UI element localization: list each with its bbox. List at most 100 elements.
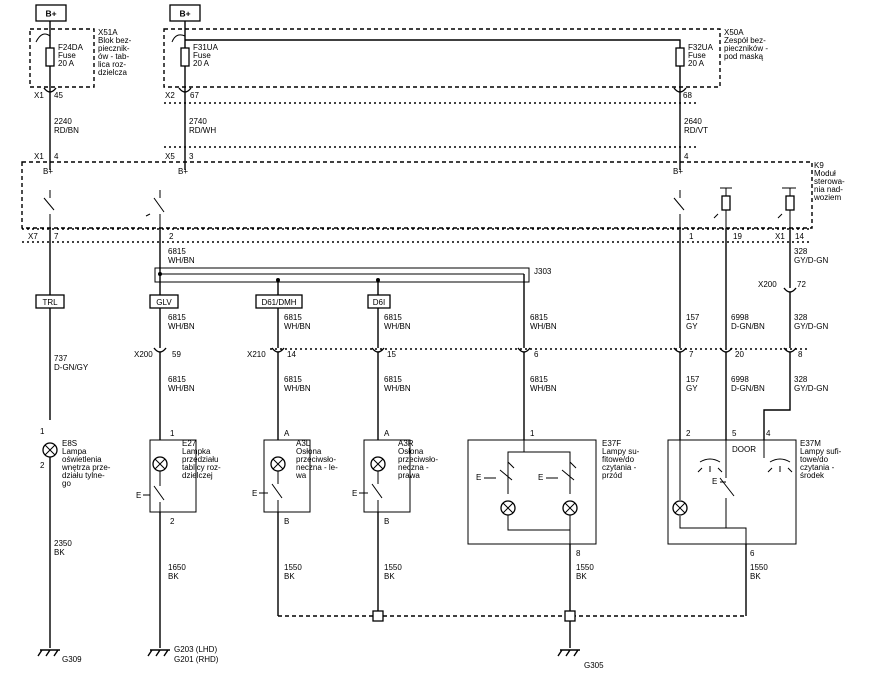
svg-text:GY/D-GN: GY/D-GN	[794, 322, 828, 331]
x51a-bus	[35, 33, 51, 43]
svg-text:przód: przód	[602, 471, 622, 480]
svg-text:sterowa-: sterowa-	[814, 177, 845, 186]
a3r-box	[363, 439, 411, 513]
svg-text:Lampy sufi-: Lampy sufi-	[800, 447, 842, 456]
k9-module-box	[21, 161, 813, 229]
svg-text:A: A	[284, 429, 290, 438]
svg-text:wa: wa	[295, 471, 307, 480]
svg-text:Blok bez-: Blok bez-	[98, 36, 132, 45]
svg-text:oświetlenia: oświetlenia	[62, 455, 102, 464]
svg-text:2740: 2740	[189, 117, 207, 126]
lamp-e8s	[42, 442, 58, 458]
svg-text:X1: X1	[34, 91, 44, 100]
svg-text:dzielczej: dzielczej	[182, 471, 213, 480]
svg-text:B+: B+	[179, 9, 190, 19]
svg-text:45: 45	[54, 91, 63, 100]
bus-x50a	[185, 39, 681, 102]
svg-text:6815: 6815	[168, 375, 186, 384]
option-d61dmh: D61/DMH	[255, 294, 303, 309]
svg-text:WH/BN: WH/BN	[168, 384, 195, 393]
svg-text:E27: E27	[182, 439, 197, 448]
svg-text:E: E	[476, 473, 481, 482]
svg-text:328: 328	[794, 375, 808, 384]
svg-text:GLV: GLV	[156, 298, 172, 307]
svg-text:X1: X1	[775, 232, 785, 241]
svg-text:E: E	[136, 491, 141, 500]
svg-text:BK: BK	[384, 572, 395, 581]
svg-text:15: 15	[387, 350, 396, 359]
svg-text:2: 2	[686, 429, 691, 438]
svg-text:F24DA: F24DA	[58, 43, 84, 52]
svg-text:RD/BN: RD/BN	[54, 126, 79, 135]
e37f-return	[507, 515, 571, 544]
svg-text:E: E	[712, 477, 717, 486]
svg-text:DOOR: DOOR	[732, 445, 756, 454]
e37m-return	[726, 527, 747, 544]
svg-text:dzielcza: dzielcza	[98, 68, 127, 77]
svg-text:20 A: 20 A	[688, 59, 705, 68]
svg-text:1550: 1550	[576, 563, 594, 572]
svg-text:2640: 2640	[684, 117, 702, 126]
svg-text:piecznik-: piecznik-	[98, 44, 130, 53]
svg-text:2: 2	[40, 461, 45, 470]
svg-text:B: B	[284, 517, 289, 526]
svg-text:A3R: A3R	[398, 439, 414, 448]
splice-j303	[154, 267, 530, 283]
svg-text:8: 8	[798, 350, 803, 359]
svg-text:6815: 6815	[384, 375, 402, 384]
svg-text:E: E	[538, 473, 543, 482]
switch-a3r	[371, 471, 383, 512]
svg-text:6815: 6815	[168, 247, 186, 256]
svg-text:przedziału: przedziału	[182, 455, 218, 464]
svg-text:tablicy roz-: tablicy roz-	[182, 463, 221, 472]
svg-text:przeciwsło-: przeciwsło-	[398, 455, 438, 464]
door-icon-2	[767, 458, 793, 473]
svg-text:19: 19	[733, 232, 742, 241]
e37f-internal	[507, 440, 571, 494]
e37m-box	[667, 439, 797, 545]
svg-text:1550: 1550	[384, 563, 402, 572]
svg-text:Fuse: Fuse	[58, 51, 76, 60]
svg-text:TRL: TRL	[42, 298, 58, 307]
svg-text:E: E	[252, 489, 257, 498]
fuse-f31ua	[180, 47, 190, 67]
svg-text:Lampa: Lampa	[62, 447, 87, 456]
svg-text:X51A: X51A	[98, 28, 118, 37]
svg-text:GY/D-GN: GY/D-GN	[794, 384, 828, 393]
conn-x2-68	[673, 87, 687, 93]
lamp-e37m	[672, 500, 688, 516]
fuse-f24da	[45, 47, 55, 67]
x50a-box	[163, 28, 721, 88]
svg-text:14: 14	[287, 350, 296, 359]
svg-text:K9: K9	[814, 161, 824, 170]
svg-text:środek: środek	[800, 471, 825, 480]
door-icon-1	[697, 458, 723, 473]
svg-text:nia nad-: nia nad-	[814, 185, 843, 194]
svg-text:67: 67	[190, 91, 199, 100]
svg-text:X200: X200	[134, 350, 153, 359]
option-trl: TRL	[35, 294, 65, 309]
splice-branches	[277, 274, 525, 348]
svg-text:neczna - le-: neczna - le-	[296, 463, 338, 472]
svg-text:B+: B+	[45, 9, 56, 19]
svg-text:2: 2	[169, 232, 174, 241]
svg-text:J303: J303	[534, 267, 552, 276]
svg-text:6815: 6815	[384, 313, 402, 322]
svg-text:X200: X200	[758, 280, 777, 289]
svg-text:6815: 6815	[284, 375, 302, 384]
svg-text:Fuse: Fuse	[193, 51, 211, 60]
svg-text:BK: BK	[576, 572, 587, 581]
svg-text:7: 7	[54, 232, 59, 241]
svg-text:1: 1	[530, 429, 535, 438]
svg-text:B: B	[384, 517, 389, 526]
power-label-1: B+	[35, 4, 67, 22]
svg-text:2240: 2240	[54, 117, 72, 126]
k9-driver-19	[713, 187, 732, 228]
svg-text:BK: BK	[54, 548, 65, 557]
switch-e27	[153, 471, 165, 512]
svg-text:1: 1	[40, 427, 45, 436]
svg-text:WH/BN: WH/BN	[530, 384, 557, 393]
svg-text:7: 7	[689, 350, 694, 359]
svg-text:2: 2	[170, 517, 175, 526]
svg-text:czytania -: czytania -	[800, 463, 835, 472]
